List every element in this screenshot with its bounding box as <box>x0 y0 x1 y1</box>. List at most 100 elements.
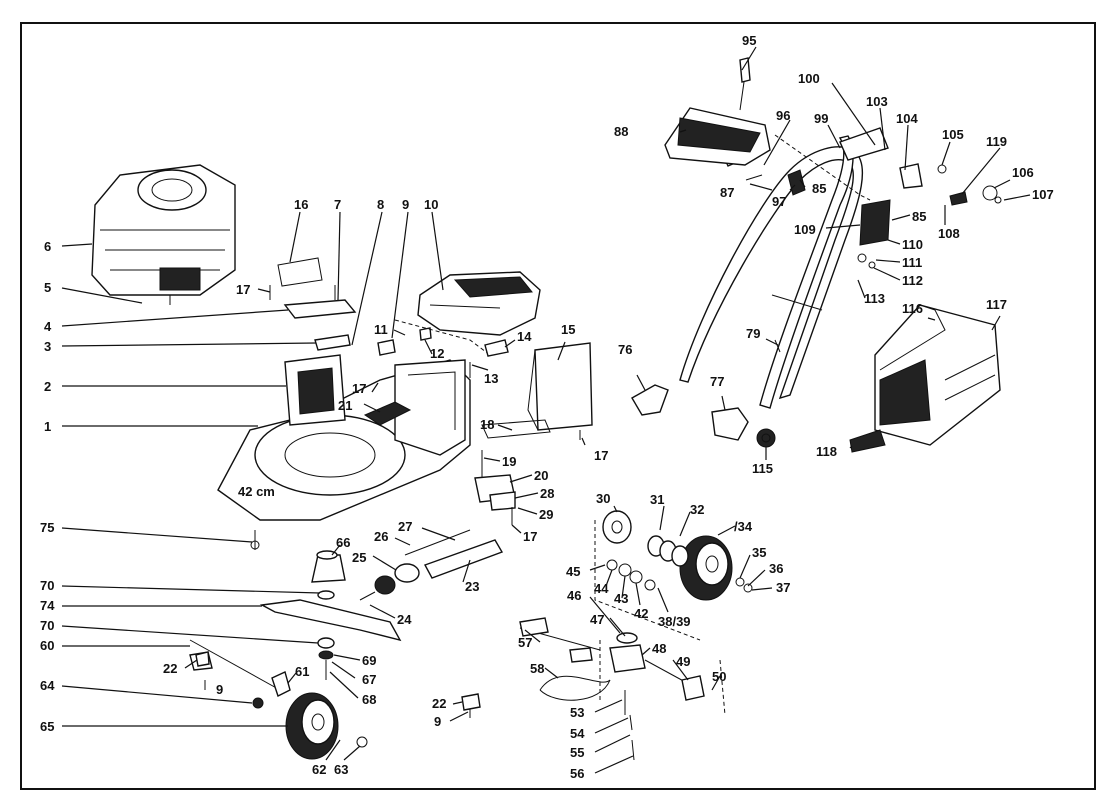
callout-106: 106 <box>1012 165 1034 180</box>
callout-75: 75 <box>40 520 54 535</box>
callout-65: 65 <box>40 719 54 734</box>
callout-117: 117 <box>986 297 1007 312</box>
callout-55: 55 <box>570 745 584 760</box>
callout-60: 60 <box>40 638 54 653</box>
callout-104: 104 <box>896 111 918 126</box>
callout-70-top: 70 <box>40 578 54 593</box>
callout-29: 29 <box>539 507 553 522</box>
callout-23: 23 <box>465 579 479 594</box>
callout-50: 50 <box>712 669 726 684</box>
callout-88: 88 <box>614 124 628 139</box>
callout-119: 119 <box>986 134 1007 149</box>
callout-34: /34 <box>734 519 753 534</box>
callout-9-mid: 9 <box>434 714 441 729</box>
callout-48: 48 <box>652 641 666 656</box>
callout-36: 36 <box>769 561 783 576</box>
rear-wheel-right <box>594 510 753 641</box>
callout-115: 115 <box>752 461 773 476</box>
callout-37: 37 <box>776 580 790 595</box>
callout-12: 12 <box>430 346 444 361</box>
callout-85-top: 85 <box>812 181 826 196</box>
grass-catcher <box>849 304 1001 453</box>
callout-57: 57 <box>518 635 532 650</box>
callout-100: 100 <box>798 71 820 86</box>
callout-28: 28 <box>540 486 554 501</box>
callout-76: 76 <box>618 342 632 357</box>
callout-97: 97 <box>772 194 786 209</box>
gearbox <box>519 617 726 761</box>
callout-17-low: 17 <box>523 529 537 544</box>
diagram-frame <box>20 22 1096 790</box>
callout-99: 99 <box>814 111 828 126</box>
callout-49: 49 <box>676 654 690 669</box>
callout-11: 11 <box>374 322 388 337</box>
callout-22-left: 22 <box>163 661 177 676</box>
callout-79: 79 <box>746 326 760 341</box>
callout-44: 44 <box>594 581 609 596</box>
callout-14: 14 <box>517 329 532 344</box>
callout-10: 10 <box>424 197 438 212</box>
callout-24: 24 <box>397 612 412 627</box>
callout-26: 26 <box>374 529 388 544</box>
callout-68: 68 <box>362 692 376 707</box>
callout-87: 87 <box>720 185 734 200</box>
callout-113: 113 <box>864 291 885 306</box>
callout-15: 15 <box>561 322 575 337</box>
callout-110: 110 <box>902 237 923 252</box>
callout-27: 27 <box>398 519 412 534</box>
callout-17-mid: 17 <box>352 381 366 396</box>
callout-108: 108 <box>938 226 960 241</box>
callout-7: 7 <box>334 197 341 212</box>
height-adjuster <box>474 419 551 511</box>
callout-2: 2 <box>44 379 51 394</box>
callout-42: 42 <box>634 606 648 621</box>
callout-116: 116 <box>902 301 923 316</box>
mower-deck: 42 cm <box>217 359 471 521</box>
callout-111: 111 <box>902 255 922 270</box>
callout-9: 9 <box>402 197 409 212</box>
callout-17-right: 17 <box>594 448 608 463</box>
fasteners <box>195 285 581 718</box>
callout-20: 20 <box>534 468 548 483</box>
callout-17-top: 17 <box>236 282 250 297</box>
callout-74: 74 <box>40 598 55 613</box>
engine-cover <box>417 271 541 336</box>
callout-69: 69 <box>362 653 376 668</box>
callout-31: 31 <box>650 492 664 507</box>
callout-21: 21 <box>338 398 352 413</box>
callout-8: 8 <box>377 197 384 212</box>
callout-64: 64 <box>40 678 55 693</box>
callout-66: 66 <box>336 535 350 550</box>
callout-22-mid: 22 <box>432 696 446 711</box>
callout-62: 62 <box>312 762 326 777</box>
callout-96: 96 <box>776 108 790 123</box>
rear-flap <box>277 257 357 426</box>
callout-6: 6 <box>44 239 51 254</box>
callout-56: 56 <box>570 766 584 781</box>
callout-53: 53 <box>570 705 584 720</box>
callout-105: 105 <box>942 127 964 142</box>
callout-25: 25 <box>352 550 366 565</box>
callout-9-left: 9 <box>216 682 223 697</box>
callout-19: 19 <box>502 454 516 469</box>
callout-63: 63 <box>334 762 348 777</box>
callout-70-bottom: 70 <box>40 618 54 633</box>
control-bar <box>664 107 771 166</box>
deck-marking: 42 cm <box>238 484 275 499</box>
callout-16: 16 <box>294 197 308 212</box>
callout-109: 109 <box>794 222 816 237</box>
engine <box>91 164 236 305</box>
callout-47: 47 <box>590 612 604 627</box>
callout-38-39: 38/39 <box>658 614 691 629</box>
callout-61: 61 <box>295 664 309 679</box>
callout-85-right: 85 <box>912 209 926 224</box>
callout-107: 107 <box>1032 187 1054 202</box>
callout-43: 43 <box>614 591 628 606</box>
callout-13: 13 <box>484 371 498 386</box>
callout-112: 112 <box>902 273 923 288</box>
callout-118: 118 <box>816 444 837 459</box>
callout-32: 32 <box>690 502 704 517</box>
front-axle <box>359 529 504 601</box>
callout-45: 45 <box>566 564 580 579</box>
callout-95: 95 <box>742 33 756 48</box>
